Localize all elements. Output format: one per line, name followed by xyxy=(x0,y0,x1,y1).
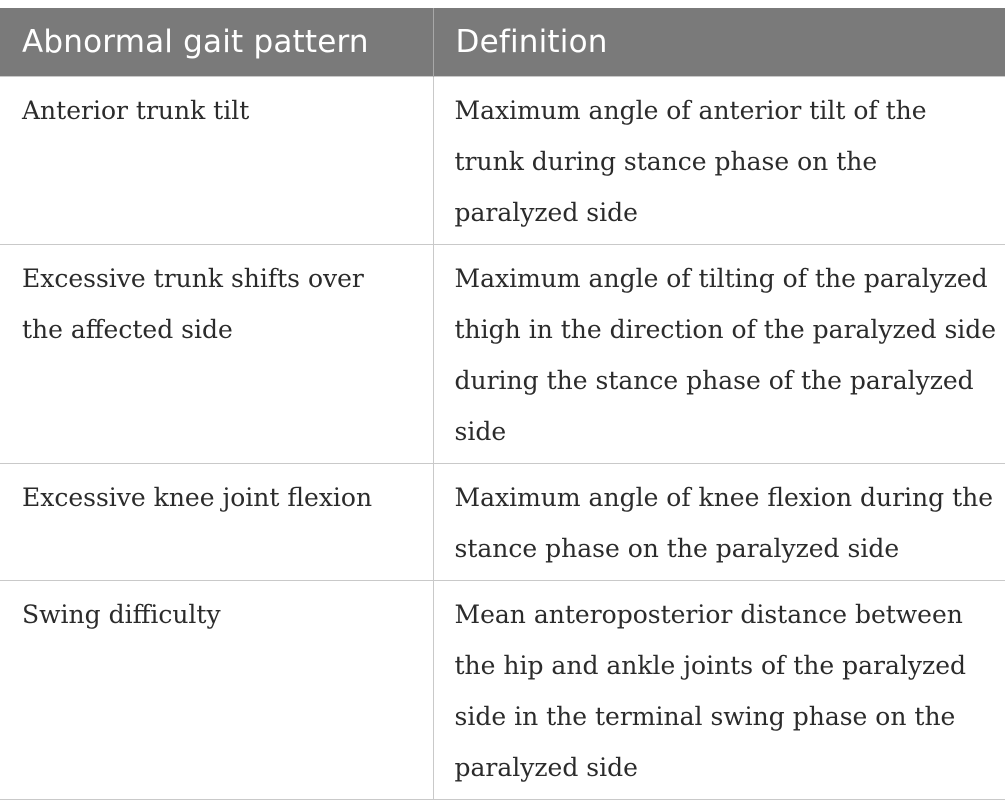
definition-cell: Mean anteroposterior distance between th… xyxy=(432,580,1005,800)
table-body: Anterior trunk tilt Maximum angle of ant… xyxy=(0,76,1005,800)
definition-cell: Maximum angle of tilting of the paralyze… xyxy=(432,244,1005,464)
pattern-cell: Swing difficulty xyxy=(0,580,433,800)
pattern-cell: Anterior trunk tilt xyxy=(0,76,433,245)
table-header: Abnormal gait pattern Definition xyxy=(0,8,1005,77)
table-row: Anterior trunk tilt Maximum angle of ant… xyxy=(0,76,1005,245)
definition-cell: Maximum angle of anterior tilt of the tr… xyxy=(432,76,1005,245)
table-row: Excessive knee joint flexion Maximum ang… xyxy=(0,463,1005,581)
table-row: Swing difficulty Mean anteroposterior di… xyxy=(0,580,1005,800)
header-definition: Definition xyxy=(432,8,1005,77)
pattern-cell: Excessive knee joint flexion xyxy=(0,463,433,581)
header-row: Abnormal gait pattern Definition xyxy=(0,8,1005,77)
gait-pattern-table: Abnormal gait pattern Definition Anterio… xyxy=(0,8,1005,800)
definition-cell: Maximum angle of knee flexion during the… xyxy=(432,463,1005,581)
pattern-cell: Excessive trunk shifts over the affected… xyxy=(0,244,433,464)
table-row: Excessive trunk shifts over the affected… xyxy=(0,244,1005,464)
gait-pattern-table-container: Abnormal gait pattern Definition Anterio… xyxy=(0,8,1005,800)
header-abnormal-gait-pattern: Abnormal gait pattern xyxy=(0,8,433,77)
